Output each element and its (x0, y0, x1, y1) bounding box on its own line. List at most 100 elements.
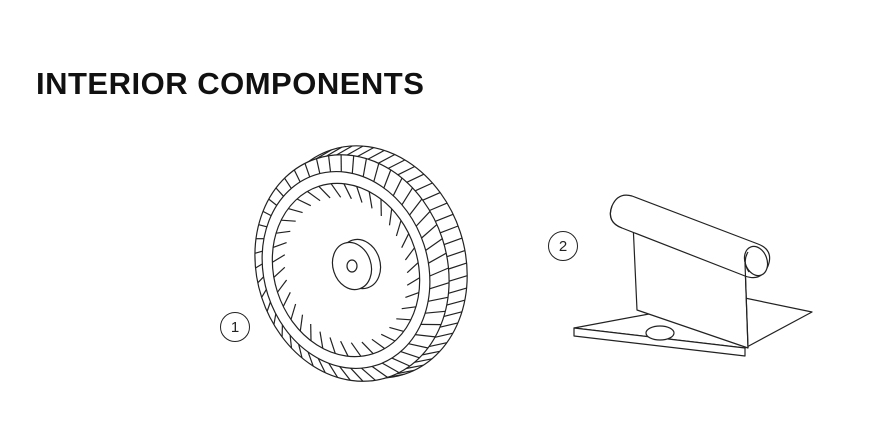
inner-blade-line (406, 277, 420, 286)
blade-line (258, 224, 267, 228)
blade-line (266, 301, 271, 312)
blower-wheel-icon (254, 145, 468, 382)
inner-blade-line (356, 186, 363, 203)
blade-line (371, 366, 388, 378)
blade-line (392, 177, 403, 196)
inner-blade-line (368, 191, 373, 209)
blade-line (409, 198, 423, 216)
blade-line (408, 343, 429, 349)
page-title: INTERIOR COMPONENTS (36, 66, 425, 101)
callout-1-number: 1 (230, 318, 240, 336)
inner-blade-line (272, 242, 287, 248)
blade-line (414, 358, 433, 363)
blade-line (429, 282, 450, 290)
blade-line (421, 224, 438, 239)
blade-line (373, 163, 380, 182)
blade-line (414, 182, 433, 192)
inner-blade-line (318, 185, 331, 199)
blade-line (387, 373, 405, 378)
inner-blade-line (277, 279, 288, 293)
inner-blade-line (288, 208, 303, 214)
blade-line (422, 350, 440, 356)
inner-blade-line (299, 314, 304, 332)
blade-line (316, 149, 332, 160)
callout-2-number: 2 (558, 237, 568, 255)
blade-line (350, 367, 364, 382)
blade-line (257, 276, 265, 284)
inner-blade-line (388, 208, 393, 226)
blade-line (304, 163, 311, 178)
blade-line (448, 287, 467, 294)
blade-line (428, 342, 447, 348)
inner-blade-line (340, 340, 349, 357)
inner-blade-line (290, 303, 297, 320)
blade-line (440, 225, 459, 234)
blade-line (383, 169, 392, 189)
blade-line (289, 335, 293, 349)
blade-line (273, 313, 277, 325)
inner-blade-line (330, 183, 342, 198)
blade-line (346, 145, 364, 156)
blade-line (351, 155, 355, 174)
blade-line (328, 155, 332, 172)
blade-line (446, 299, 465, 306)
blade-line (284, 177, 292, 189)
blade-line (361, 367, 376, 381)
inner-blade-line (396, 318, 411, 321)
blade-line (400, 351, 420, 359)
blade-line (317, 358, 326, 373)
blade-line (396, 369, 415, 375)
blade-line (307, 351, 314, 367)
blade-line (293, 169, 301, 183)
blade-line (326, 146, 343, 157)
callout-1: 1 (220, 312, 250, 342)
inner-blade-line (389, 326, 404, 332)
blade-line (427, 296, 449, 302)
blade-line (434, 332, 454, 338)
blade-line (446, 250, 466, 258)
blade-line (415, 210, 431, 227)
inner-blade-line (296, 198, 312, 207)
blade-line (401, 187, 414, 206)
mounting-bracket-icon (573, 194, 813, 357)
blade-line (435, 213, 454, 222)
blade-line (275, 187, 284, 197)
blade-line (405, 364, 424, 370)
blade-line (406, 173, 425, 183)
blade-line (255, 263, 263, 269)
blade-line (261, 289, 267, 298)
blade-line (429, 267, 449, 277)
blade-line (367, 149, 385, 160)
inner-blade-line (405, 292, 420, 298)
blade-line (415, 334, 436, 338)
blade-line (443, 237, 463, 246)
inner-blade-line (401, 306, 416, 310)
blade-line (448, 275, 468, 282)
blade-line (388, 159, 406, 169)
blade-line (357, 147, 374, 157)
blade-line (391, 357, 410, 367)
inner-blade-line (395, 220, 402, 237)
blade-line (254, 250, 263, 254)
inner-blade-line (273, 266, 286, 278)
blade-line (339, 366, 351, 381)
inner-blade-line (350, 342, 362, 357)
blade-line (378, 153, 396, 164)
blade-line (448, 262, 467, 270)
inner-blade-line (380, 333, 396, 342)
inner-blade-line (282, 292, 291, 307)
inner-blade-line (329, 337, 336, 354)
blade-line (425, 238, 443, 251)
blade-line (315, 158, 321, 174)
blade-line (397, 165, 415, 176)
blade-line (382, 362, 400, 374)
inner-blade-line (272, 254, 286, 263)
inner-blade-line (406, 262, 419, 274)
blade-line (268, 198, 278, 206)
blade-line (429, 202, 448, 212)
callout-2: 2 (548, 231, 578, 261)
inner-blade-line (371, 338, 386, 350)
inner-blade-line (319, 331, 324, 349)
blade-line (362, 158, 367, 177)
